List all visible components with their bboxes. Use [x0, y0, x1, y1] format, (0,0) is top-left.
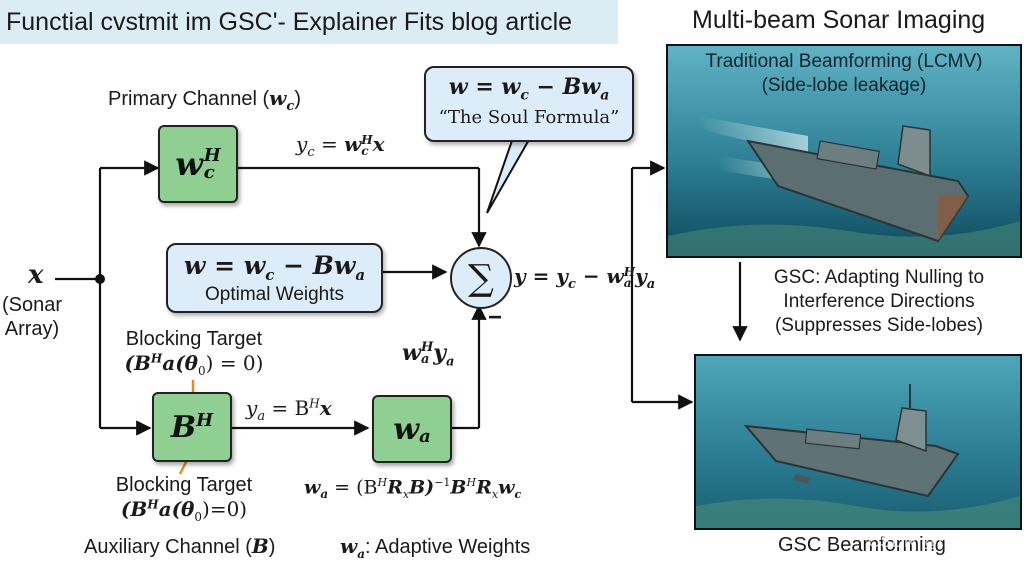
watermark: CSDN @m0907136 [868, 532, 1019, 551]
input-x: x [28, 260, 44, 290]
optimal-caption: Optimal Weights [204, 284, 345, 305]
optimal-formula: w = wc − Bwa [183, 251, 366, 284]
sonar-heading: Multi-beam Sonar Imaging [692, 6, 986, 34]
gsc-beamforming-panel [694, 354, 1022, 530]
sum-node: ∑ [450, 247, 512, 309]
blocking-target-bottom: Blocking Target (BHa(θ0)=0) [115, 474, 253, 524]
soul-caption: “The Soul Formula” [438, 107, 620, 129]
optimal-weights-box: w = wc − Bwa Optimal Weights [166, 243, 383, 313]
minus-sign: − [488, 304, 503, 331]
traditional-caption: Traditional Beamforming (LCMV)(Side-lobe… [705, 51, 983, 96]
gsc-beamforming-caption: GSC Beamforming [778, 534, 946, 556]
ya-equation: ya = BHx [246, 396, 332, 424]
blocking-target-top: Blocking Target (BHa(θ0) = 0) [124, 328, 264, 378]
traditional-beamforming-panel: Traditional Beamforming (LCMV)(Side-lobe… [666, 44, 1022, 258]
soul-formula: w = wc − Bwa [448, 74, 610, 104]
primary-channel-label: Primary Channel (wc) [108, 86, 301, 114]
page-title: Functial cvstmit im GSC'- Explainer Fits… [0, 0, 618, 44]
adaptive-weights-label: wa: Adaptive Weights [340, 534, 531, 561]
wa-formula: wa = (BHRxB)−1BHRxwc [304, 476, 522, 502]
auxiliary-channel-label: Auxiliary Channel (B) [84, 534, 276, 558]
gsc-sonar-image [696, 356, 1020, 528]
traditional-sonar-image [668, 46, 1020, 256]
soul-formula-callout: w = wc − Bwa “The Soul Formula” [424, 66, 634, 142]
